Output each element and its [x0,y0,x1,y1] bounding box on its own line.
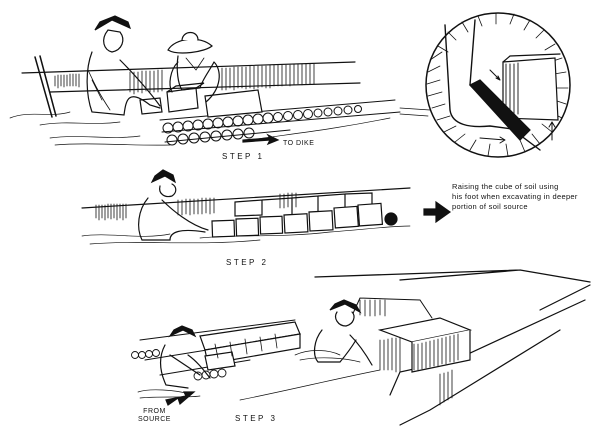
inset-detail [399,12,571,158]
source-label: SOURCE [138,416,171,423]
inset-caption: Raising the cube of soil using his foot … [452,182,578,212]
step3-scene [131,269,591,426]
from-source-label: FROM SOURCE [138,408,171,424]
from-label: FROM [143,408,166,415]
inset-caption-line-1: Raising the cube of soil using [452,182,559,191]
step2-scene [81,169,452,245]
inset-caption-line-2: his foot when excavating in deeper [452,192,578,201]
step2-label: STEP 2 [226,258,269,267]
inset-caption-line-3: portion of soil source [452,202,528,211]
step1-scene [9,15,401,146]
to-dike-label: TO DIKE [283,140,315,147]
step1-label: STEP 1 [222,152,265,161]
step3-label: STEP 3 [235,414,278,423]
